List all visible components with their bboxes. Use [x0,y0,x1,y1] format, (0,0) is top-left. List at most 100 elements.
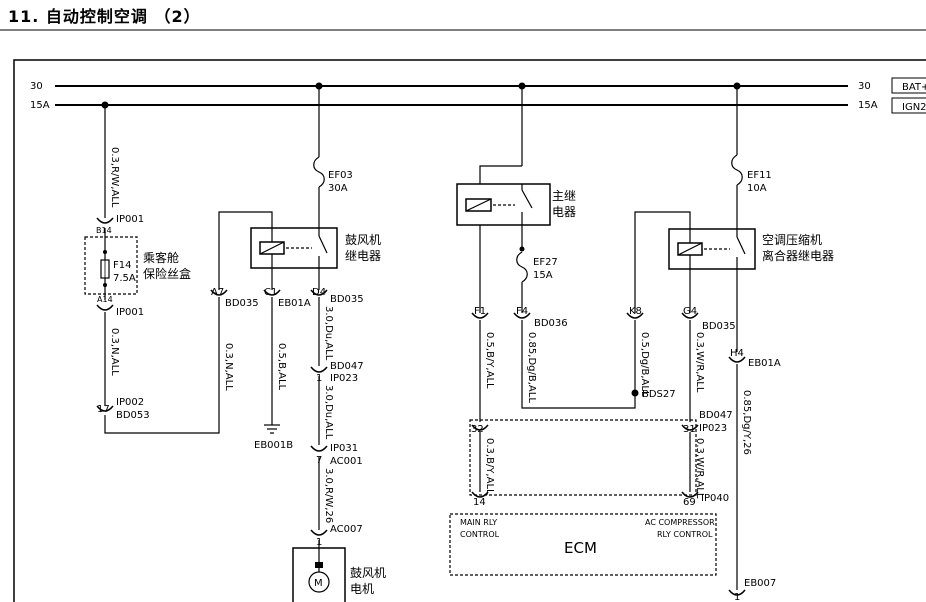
pin-label: H4 [730,348,744,359]
fuse-ef03 [313,156,325,188]
ground-label: EB001B [254,440,293,451]
ecm-left-pin-name: CONTROL [460,530,500,539]
bus-30-right-label: 30 [858,81,871,92]
connector-pin14 [471,491,489,498]
ecm-box [449,513,717,576]
connector-c1 [263,289,281,296]
ecm-section: 32 31 BD047 IP023 0.3,B/Y,ALL 0.3,W/R,AL… [449,410,733,576]
wire-label: 0.5,B/Y,ALL [484,332,495,389]
ecm-right-pin-name: RLY CONTROL [657,530,713,539]
connector-bd047-ip023 [469,419,697,496]
connector-f1 [471,312,489,319]
page-title: 11. 自动控制空调 （2） [8,7,201,26]
main-relay-coil [465,198,492,212]
fusebox-pin-bottom: A14 [97,295,113,304]
ground-icon [264,424,280,434]
fuse-ef11 [731,154,743,186]
main-relay [456,183,551,226]
connector-ip002 [96,405,114,412]
ac-relay [668,228,756,270]
blower-circuit: EF03 30A 鼓风机 继电器 A7 BD035 C1 EB01A 0.5,B… [210,86,386,602]
pin-label: K8 [629,306,642,317]
bus-15a-left-label: 15A [30,100,50,111]
fuse-ef03-rating: 30A [328,183,348,194]
connector-label: BD035 [702,321,736,332]
ecm-right-pin-name: AC COMPRESSOR [645,518,715,527]
fusebox-pin-top: B14 [96,226,112,235]
blower-relay-name: 鼓风机 [345,233,381,247]
connector-pin32 [471,424,489,431]
ac-relay-name: 空调压缩机 [762,232,822,247]
pin-label: D4 [312,287,326,298]
wire-label: 0.3,W/R,ALL [694,332,705,393]
connector-k8 [626,312,644,319]
wire-label: 0.5,Dg/B,ALL [639,332,650,397]
bus-15a-tag: IGN2 [902,102,926,113]
ecm-label: ECM [564,539,597,557]
blower-relay [250,227,338,269]
fuse-ef11-rating: 10A [747,183,767,194]
fusebox-name: 乘客舱 [143,250,179,265]
pin-label: F4 [516,306,528,317]
pin-label: 14 [473,497,486,508]
pin-label: 1 [734,592,740,602]
ecm-left-pin-name: MAIN RLY [460,518,497,527]
connector-g4 [681,312,699,319]
fuse-ef11-id: EF11 [747,170,772,181]
connector-label: EB01A [748,358,781,369]
fusebox [84,236,138,295]
connector-ip031 [310,445,328,452]
pin-label: 69 [683,497,696,508]
connector-label: EB007 [744,578,776,589]
wire-label: 0.5,B,ALL [276,343,287,391]
connector-label: BD053 [116,410,150,421]
fuse-ef27-rating: 15A [533,270,553,281]
fuse-f14-rating: 7.5A [113,273,136,284]
pin-label: C1 [264,287,277,298]
bus-15a-right-label: 15A [858,100,878,111]
pin-label: F1 [474,306,486,317]
wire-label: 0.85,Dg/B,ALL [526,332,537,403]
bus-30-left-label: 30 [30,81,43,92]
motor-name: 鼓风机 [350,566,386,580]
fuse-ef27 [516,251,528,283]
wire-label: 3.0,R/W,26 [323,468,334,523]
connector-label: EB01A [278,298,311,309]
connector-label: IP002 [116,397,144,408]
wire-label: 0.3,W/R,ALL [694,438,705,499]
connector-ip001-bottom [96,304,114,311]
pin-label: 17 [97,404,110,415]
connector-bd047 [310,366,328,373]
wire-label: 0.3,N,ALL [223,343,234,391]
connector-ac007 [310,529,328,536]
connector-label: BD035 [225,298,259,309]
bus-15a: 15A 15A IGN2 [30,97,926,114]
connector-pin31 [681,424,699,431]
ac-relay-name: 离合器继电器 [762,248,834,263]
connector-h4 [728,356,746,363]
wire-label: 0.3,R/W,ALL [109,147,120,208]
wire-label: 0.3,N,ALL [109,328,120,376]
main-relay-circuit: 主继 电器 F1 0.5,B/Y,ALL EF27 15A F4 BD036 0… [456,86,636,422]
pin-label: A7 [211,287,224,298]
blower-relay-name: 继电器 [345,249,381,263]
connector-ip001-top [96,217,114,224]
connector-label: BD035 [330,294,364,305]
connector-d4 [310,289,328,296]
bus-30: 30 30 BAT+ [30,77,926,94]
connector-label: IP040 [701,493,729,504]
connector-label: IP001 [116,307,144,318]
fusebox-name: 保险丝盒 [143,266,191,281]
connector-label: BD047 [330,361,364,372]
wire-label: 0.85,Dg/Y,26 [741,390,752,455]
main-relay-name: 主继 [552,189,576,203]
bus-15a-tag-box [891,97,926,114]
bus-30-tag: BAT+ [902,82,926,93]
fuse-ef27-id: EF27 [533,257,558,268]
wire-label: 0.3,B/Y,ALL [484,438,495,495]
wire-label: 3.0,Du,ALL [323,306,334,361]
motor-name: 电机 [350,582,374,596]
connector-a7 [210,289,228,296]
connector-label: IP023 [330,373,358,384]
